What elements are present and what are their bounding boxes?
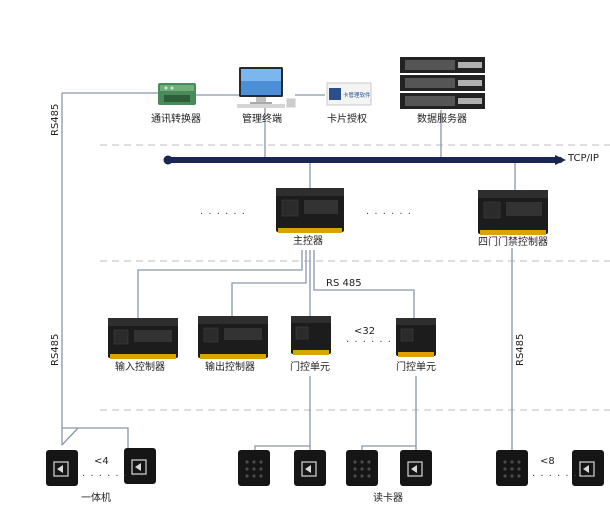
terminal-device (237, 67, 296, 108)
converter-device (158, 83, 196, 105)
connection-lines (61, 92, 516, 452)
card-reader-2 (400, 450, 432, 486)
section-separators (100, 144, 610, 411)
ellipsis-mid: . . . . . . (346, 334, 392, 345)
link-main-door2 (313, 250, 415, 318)
main-controller-device (276, 188, 344, 233)
ellipsis-top-left: . . . . . . (200, 206, 246, 217)
ellipsis-bottom-left: . . . . . . . . (82, 468, 145, 479)
link-door1-reader-a (254, 376, 311, 452)
terminal-label: 管理终端 (242, 114, 282, 125)
all-in-one-reader-2 (124, 448, 156, 484)
rs485-middle-label: RS 485 (326, 278, 362, 289)
output-controller-device (198, 316, 268, 359)
limit-4-label: <4 (94, 456, 109, 467)
server-device (400, 57, 485, 109)
link-allinone-left (61, 427, 79, 446)
keypad-reader-3 (496, 450, 528, 486)
bus-end-left (163, 155, 173, 165)
main-controller-label: 主控器 (293, 236, 323, 247)
bus-arrow-right (555, 155, 566, 165)
rs485-right-label: RS485 (515, 333, 526, 366)
all-in-one-reader-1 (46, 450, 78, 486)
server-label: 数据服务器 (417, 114, 467, 125)
rs485-left-top-label: RS485 (50, 103, 61, 136)
keypad-reader-1 (238, 450, 270, 486)
card-auth-label: 卡片授权 (327, 114, 367, 125)
limit-8-label: <8 (540, 456, 555, 467)
card-auth-screen-text: 卡管理软件 (343, 91, 371, 99)
card-auth-device: 卡管理软件 (326, 82, 372, 106)
limit-32-label: <32 (354, 326, 376, 337)
ellipsis-top-mid: . . . . . . (366, 206, 412, 217)
all-in-one-label: 一体机 (81, 493, 111, 504)
link-main-input (137, 250, 303, 318)
ellipsis-bottom-right: . . . . . . . . (532, 468, 595, 479)
card-reader-label: 读卡器 (373, 493, 403, 504)
output-controller-label: 输出控制器 (205, 362, 255, 373)
converter-label: 通讯转换器 (151, 114, 201, 125)
link-main-output (231, 250, 307, 316)
link-allinone-right (62, 427, 129, 448)
rs485-left-bottom-label: RS485 (50, 333, 61, 366)
door-unit-2-device (396, 318, 436, 357)
card-reader-1 (294, 450, 326, 486)
tcpip-bus (163, 155, 566, 165)
link-door2-reader-a (361, 376, 417, 452)
door-unit-1-device (291, 316, 331, 355)
card-reader-3 (572, 450, 604, 486)
keypad-reader-2 (346, 450, 378, 486)
four-door-controller-device (478, 190, 548, 235)
input-controller-label: 输入控制器 (115, 362, 165, 373)
tcpip-label: TCP/IP (568, 153, 599, 164)
door-unit-1-label: 门控单元 (290, 362, 330, 373)
four-door-controller-label: 四门门禁控制器 (478, 237, 548, 248)
bus-line (165, 157, 563, 163)
door-unit-2-label: 门控单元 (396, 362, 436, 373)
input-controller-device (108, 318, 178, 359)
